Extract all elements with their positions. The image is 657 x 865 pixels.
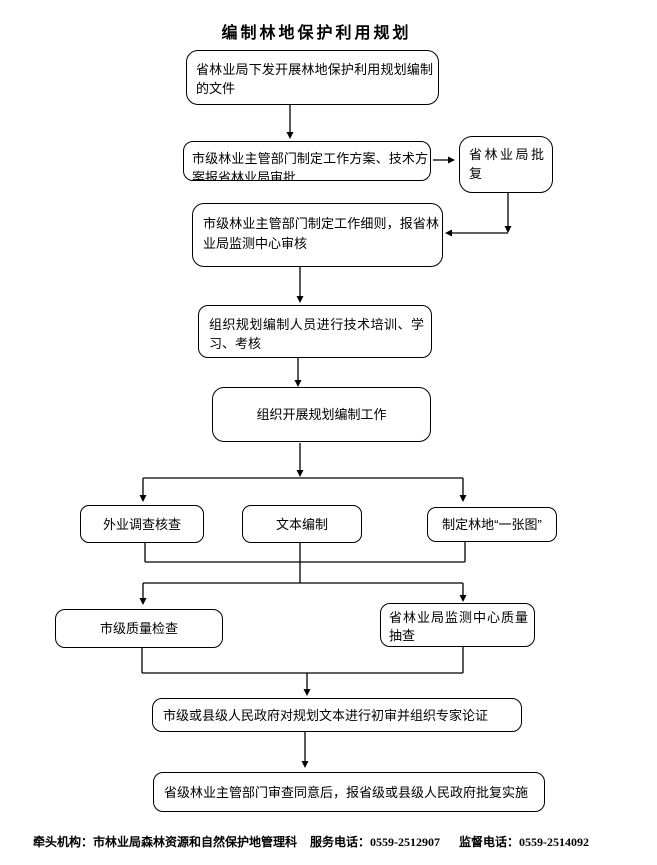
footer-service-phone: 服务电话：0559-2512907 — [310, 835, 441, 849]
node-start-compile: 组织开展规划编制工作 — [212, 387, 431, 442]
node-final-approval: 省级林业主管部门审查同意后，报省级或县级人民政府批复实施 — [153, 772, 545, 812]
node-province-quality-check: 省林业局监测中心质量抽查 — [380, 603, 535, 647]
arrow-plan-to-approval — [433, 156, 455, 164]
footer-lead-org: 牵头机构：市林业局森林资源和自然保护地管理科 — [33, 835, 298, 849]
node-work-plan: 市级林业主管部门制定工作方案、技术方案报省林业局审批 — [183, 141, 431, 181]
node-city-quality-check: 市级质量检查 — [55, 609, 223, 648]
node-province-approval: 省林业局批复 — [459, 136, 553, 193]
node-gov-review: 市级或县级人民政府对规划文本进行初审并组织专家论证 — [152, 698, 522, 732]
connector-approval-to-rules — [445, 193, 512, 237]
page-title: 编制林地保护利用规划 — [221, 25, 412, 42]
node-issue-document: 省林业局下发开展林地保护利用规划编制的文件 — [186, 50, 439, 105]
footer-contact-line: 牵头机构：市林业局森林资源和自然保护地管理科 服务电话：0559-2512907… — [33, 833, 653, 850]
node-one-map: 制定林地“一张图” — [427, 507, 557, 542]
node-text-compile: 文本编制 — [242, 505, 362, 543]
footer-supervision-phone: 监督电话：0559-2514092 — [459, 835, 590, 849]
node-field-survey: 外业调查核查 — [80, 505, 204, 543]
arrow-issue-to-plan — [286, 105, 294, 139]
node-work-rules: 市级林业主管部门制定工作细则，报省林业局监测中心审核 — [192, 203, 443, 267]
connector-quality-to-review — [141, 647, 464, 696]
arrow-review-to-final — [301, 732, 309, 768]
node-training: 组织规划编制人员进行技术培训、学习、考核 — [198, 305, 432, 358]
connector-tasks-to-quality — [139, 542, 467, 605]
arrow-rules-to-training — [296, 267, 304, 303]
arrow-training-to-compile — [294, 358, 302, 387]
connector-compile-to-tasks — [139, 443, 467, 502]
